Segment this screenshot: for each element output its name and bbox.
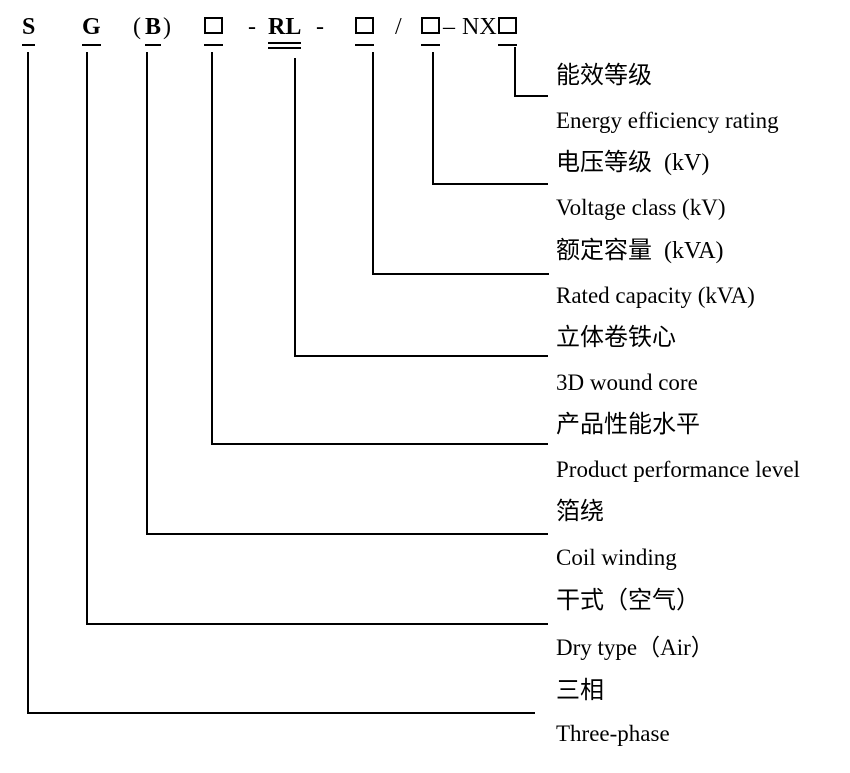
label-cn-dry-type: 干式（空气）: [556, 588, 700, 614]
label-cn-energy-efficiency: 能效等级: [556, 63, 652, 89]
label-cn-three-phase: 三相: [556, 678, 604, 704]
label-cn-performance-level: 产品性能水平: [556, 412, 700, 438]
connector-vline-coil-winding: [146, 52, 148, 535]
code-part-en-dash: –: [443, 14, 455, 40]
placeholder-box-icon: [498, 17, 517, 34]
code-part-box-performance: [204, 13, 223, 46]
code-part-box-capacity: [355, 13, 374, 46]
label-en-energy-efficiency: Energy efficiency rating: [556, 108, 779, 133]
connector-hline-rated-capacity: [372, 273, 549, 275]
code-part-b: B: [145, 13, 162, 46]
code-part-hyphen-2: -: [316, 14, 324, 40]
connector-hline-three-phase: [27, 712, 535, 714]
connector-vline-performance-level: [211, 52, 213, 445]
label-en-three-phase: Three-phase: [556, 721, 670, 746]
label-en-dry-type: Dry type（Air）: [556, 635, 714, 660]
connector-vline-three-phase: [27, 52, 29, 714]
label-cn-wound-core: 立体卷铁心: [556, 325, 676, 351]
code-part-rl: RL: [268, 13, 302, 49]
placeholder-box-icon: [355, 17, 374, 34]
code-part-box-energy: [498, 13, 517, 46]
code-part-g: G: [82, 13, 101, 46]
connector-vline-voltage-class: [432, 52, 434, 185]
connector-vline-dry-type: [86, 52, 88, 625]
code-part-box-voltage: [421, 13, 440, 46]
label-en-wound-core: 3D wound core: [556, 370, 698, 395]
connector-hline-energy-efficiency: [514, 95, 548, 97]
connector-hline-dry-type: [86, 623, 548, 625]
code-part-paren-close: ): [163, 14, 171, 40]
label-en-rated-capacity: Rated capacity (kVA): [556, 283, 755, 308]
label-cn-coil-winding: 箔绕: [556, 499, 604, 525]
connector-vline-rated-capacity: [372, 52, 374, 275]
connector-hline-voltage-class: [432, 183, 548, 185]
code-part-nx: NX: [462, 14, 497, 40]
label-cn-rated-capacity: 额定容量 (kVA): [556, 238, 724, 264]
label-en-voltage-class: Voltage class (kV): [556, 195, 726, 220]
connector-vline-energy-efficiency: [514, 47, 516, 97]
placeholder-box-icon: [204, 17, 223, 34]
connector-hline-coil-winding: [146, 533, 548, 535]
connector-hline-performance-level: [211, 443, 548, 445]
label-en-coil-winding: Coil winding: [556, 545, 677, 570]
connector-vline-wound-core: [294, 58, 296, 357]
code-part-hyphen-1: -: [248, 14, 256, 40]
label-cn-voltage-class: 电压等级 (kV): [556, 150, 710, 176]
placeholder-box-icon: [421, 17, 440, 34]
code-part-slash: /: [395, 14, 402, 40]
code-part-s: S: [22, 13, 36, 46]
code-part-paren-open: (: [133, 14, 141, 40]
label-en-performance-level: Product performance level: [556, 457, 800, 482]
connector-hline-wound-core: [294, 355, 548, 357]
